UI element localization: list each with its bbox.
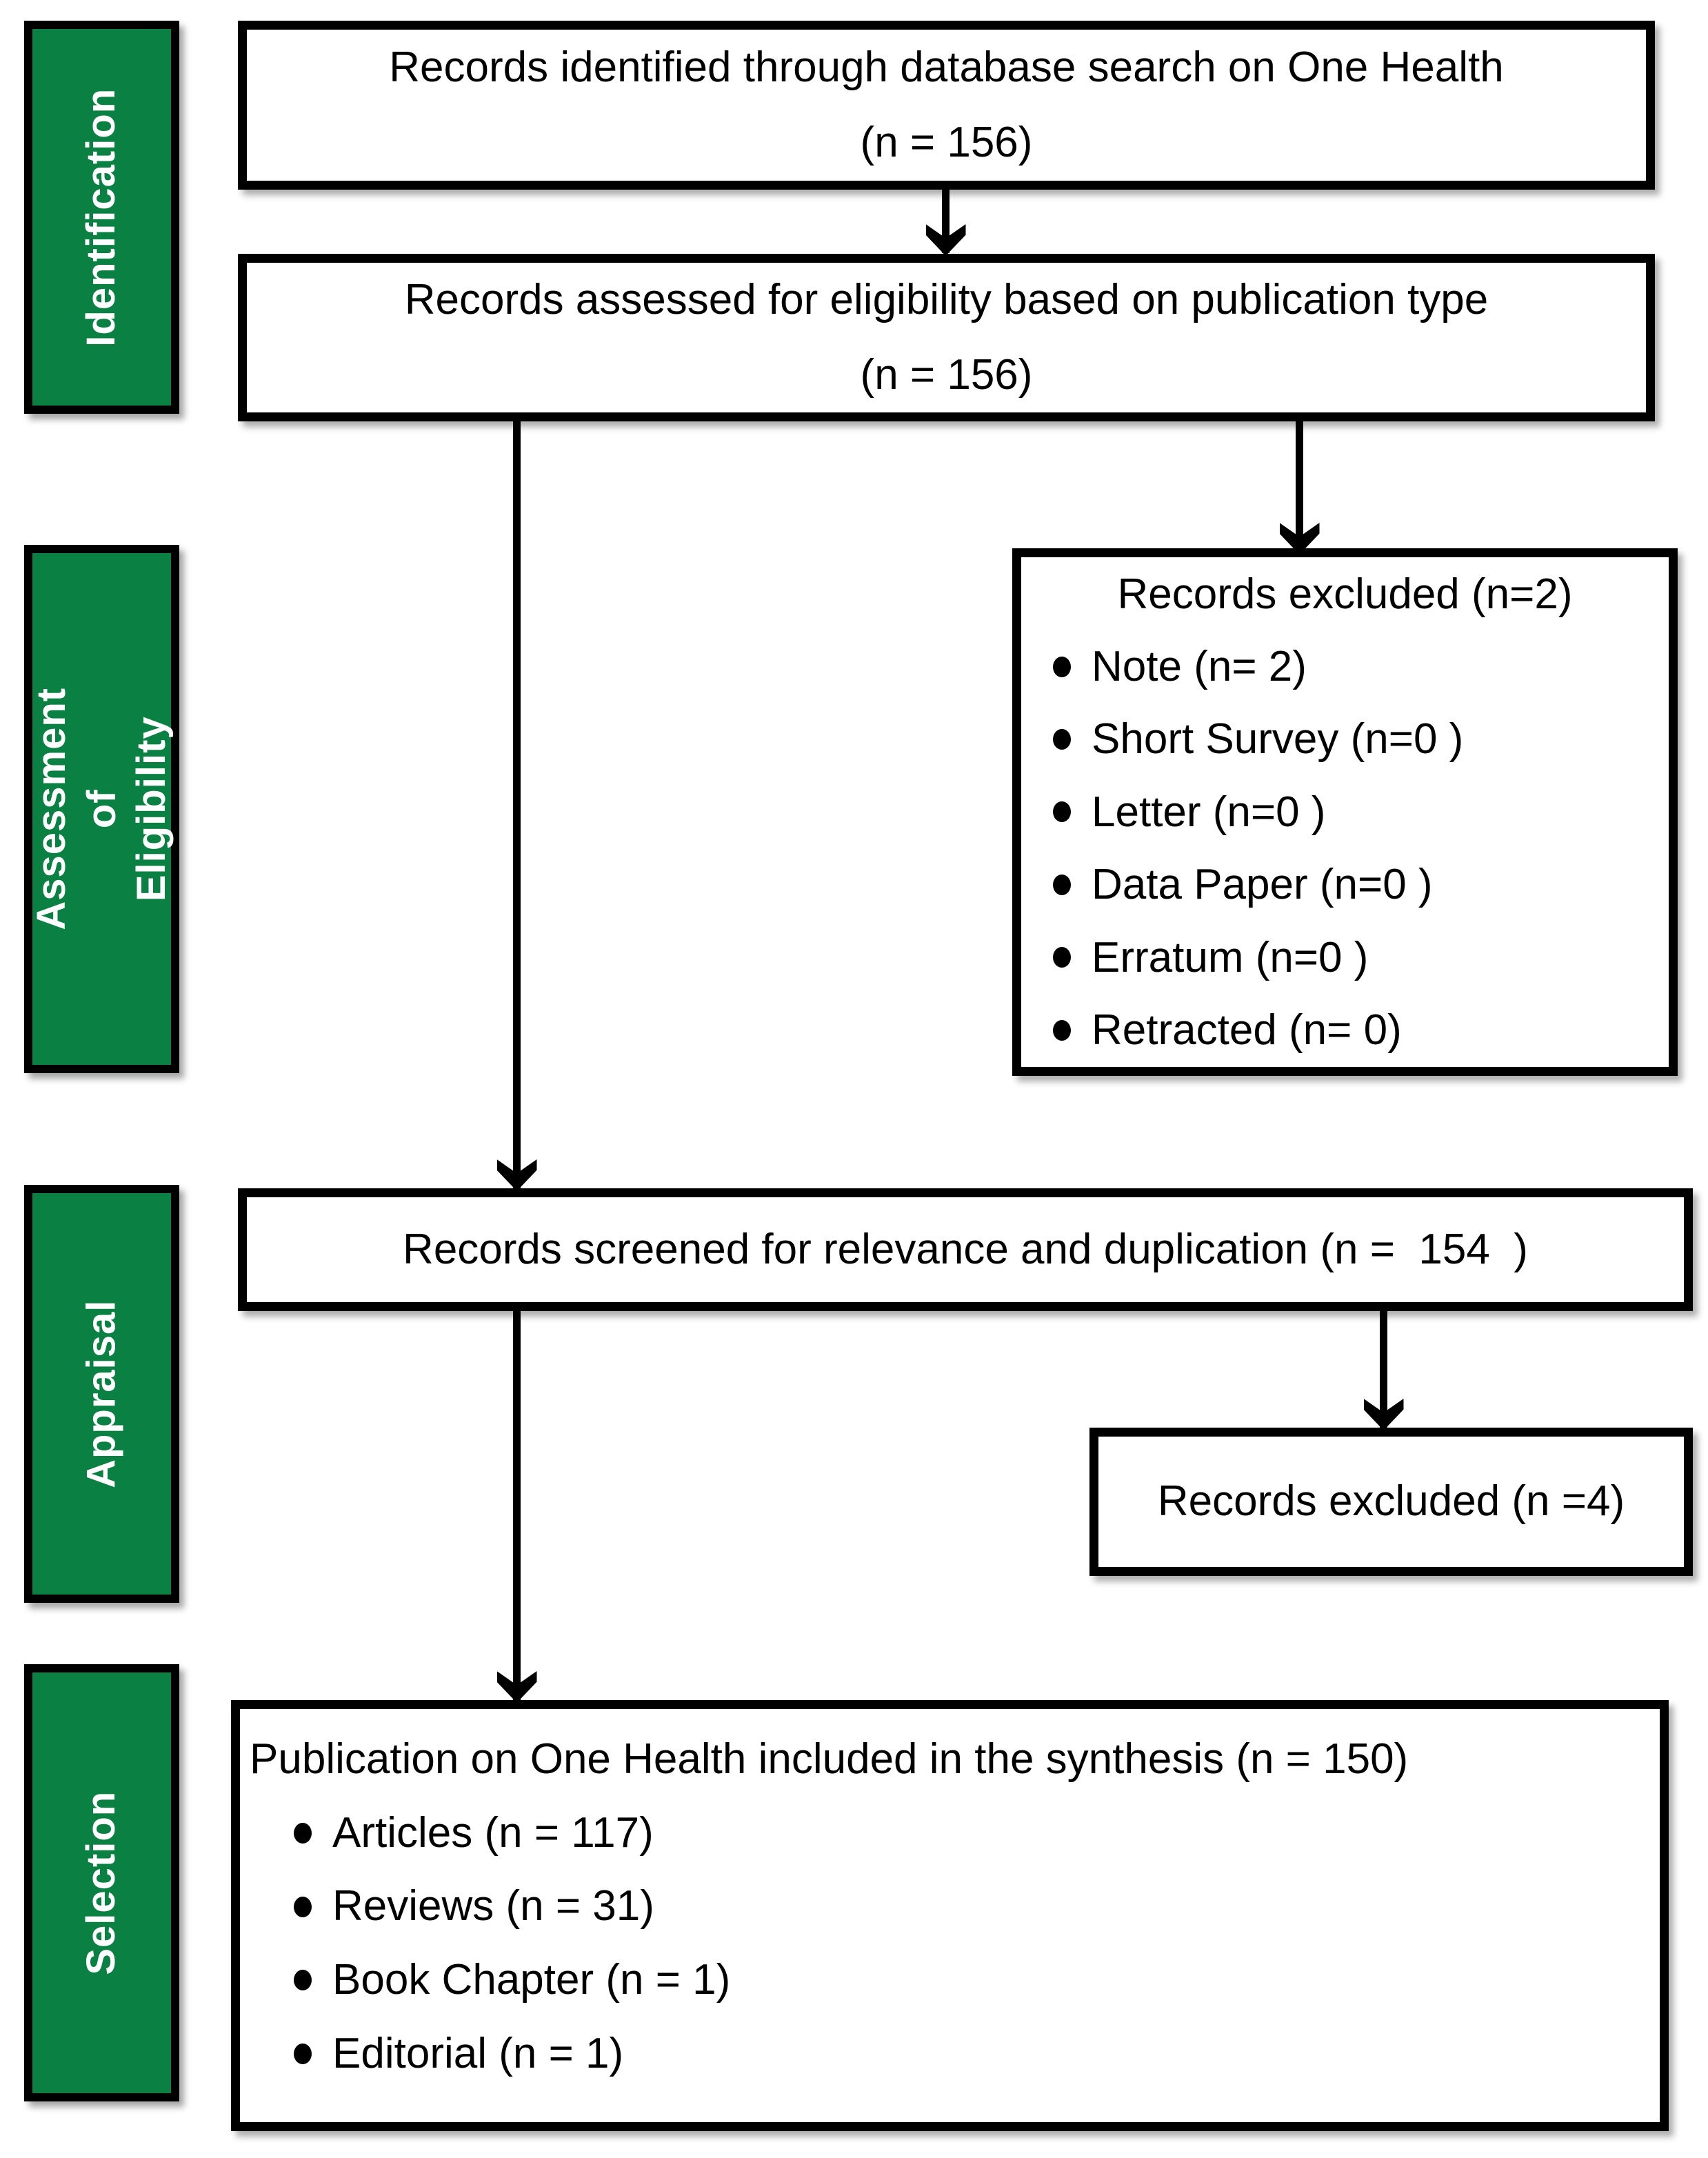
excluded-item-retracted: Retracted (n= 0): [1092, 1006, 1402, 1054]
bullet-icon: [294, 1896, 312, 1917]
records-identified-line1: Records identified through database sear…: [389, 43, 1504, 91]
box-records-screened: Records screened for relevance and dupli…: [238, 1188, 1693, 1311]
bullet-icon: [1053, 1019, 1071, 1041]
bullet-icon: [1053, 656, 1071, 677]
arrow-assessed-to-excluded: [1279, 421, 1320, 555]
excluded-screening-line1: Records excluded (n =4): [1157, 1477, 1625, 1526]
box-publications-included: Publication on One Health included in th…: [231, 1700, 1669, 2131]
arrow-down-icon: [496, 1671, 537, 1703]
list-item: Editorial (n = 1): [290, 2017, 1649, 2091]
bullet-icon: [294, 2043, 312, 2064]
stage-selection-label: Selection: [79, 1790, 124, 1975]
included-list: Articles (n = 117) Reviews (n = 31) Book…: [250, 1797, 1649, 2091]
included-item-articles: Articles (n = 117): [332, 1808, 654, 1857]
records-assessed-count: (n = 156): [860, 350, 1033, 399]
stage-appraisal-label: Appraisal: [79, 1299, 124, 1488]
excluded-item-note: Note (n= 2): [1092, 643, 1307, 691]
bullet-icon: [1053, 801, 1071, 823]
excluded-item-data-paper: Data Paper (n=0 ): [1092, 861, 1433, 909]
included-title: Publication on One Health included in th…: [250, 1735, 1409, 1783]
list-item: Reviews (n = 31): [290, 1870, 1649, 1944]
bullet-icon: [1053, 729, 1071, 750]
stage-identification: Identification: [24, 21, 179, 414]
records-identified-count: (n = 156): [860, 118, 1033, 166]
excluded-eligibility-list: Note (n= 2) Short Survey (n=0 ) Letter (…: [1021, 630, 1669, 1066]
bullet-icon: [294, 1970, 312, 1991]
arrow-assessed-to-screened: [496, 421, 537, 1191]
bullet-icon: [294, 1822, 312, 1844]
arrow-down-icon: [1363, 1399, 1404, 1430]
arrow-screened-to-excluded: [1363, 1310, 1404, 1430]
included-item-reviews: Reviews (n = 31): [332, 1882, 654, 1930]
list-item: Articles (n = 117): [290, 1797, 1649, 1870]
box-records-assessed: Records assessed for eligibility based o…: [238, 254, 1655, 421]
records-assessed-line1: Records assessed for eligibility based o…: [404, 276, 1489, 323]
stage-appraisal: Appraisal: [24, 1185, 179, 1603]
stage-assessment-of-eligibility: Assessment of Eligibility: [24, 545, 179, 1073]
included-item-editorial: Editorial (n = 1): [332, 2029, 624, 2077]
list-item: Erratum (n=0 ): [1049, 921, 1669, 994]
list-item: Data Paper (n=0 ): [1049, 848, 1669, 921]
excluded-item-letter: Letter (n=0 ): [1092, 788, 1326, 836]
stage-identification-label: Identification: [79, 88, 124, 347]
box-records-excluded-eligibility: Records excluded (n=2) Note (n= 2) Short…: [1012, 548, 1678, 1076]
included-item-book-chapter: Book Chapter (n = 1): [332, 1955, 731, 2004]
bullet-icon: [1053, 947, 1071, 968]
box-records-excluded-screening: Records excluded (n =4): [1089, 1428, 1693, 1576]
list-item: Short Survey (n=0 ): [1049, 703, 1669, 775]
excluded-item-erratum: Erratum (n=0 ): [1092, 933, 1369, 981]
box-records-identified: Records identified through database sear…: [238, 21, 1655, 190]
excluded-eligibility-title: Records excluded (n=2): [1117, 570, 1573, 618]
bullet-icon: [1053, 874, 1071, 895]
arrow-down-icon: [496, 1159, 537, 1191]
list-item: Book Chapter (n = 1): [290, 1944, 1649, 2017]
list-item: Note (n= 2): [1049, 630, 1669, 703]
arrow-identified-to-assessed: [925, 190, 966, 256]
records-screened-line1: Records screened for relevance and dupli…: [403, 1225, 1528, 1273]
excluded-item-short-survey: Short Survey (n=0 ): [1092, 715, 1464, 763]
list-item: Retracted (n= 0): [1049, 994, 1669, 1066]
arrow-screened-to-included: [496, 1310, 537, 1703]
stage-selection: Selection: [24, 1664, 179, 2101]
list-item: Letter (n=0 ): [1049, 776, 1669, 848]
arrow-down-icon: [925, 224, 966, 256]
stage-assessment-label: Assessment of Eligibility: [28, 688, 174, 930]
